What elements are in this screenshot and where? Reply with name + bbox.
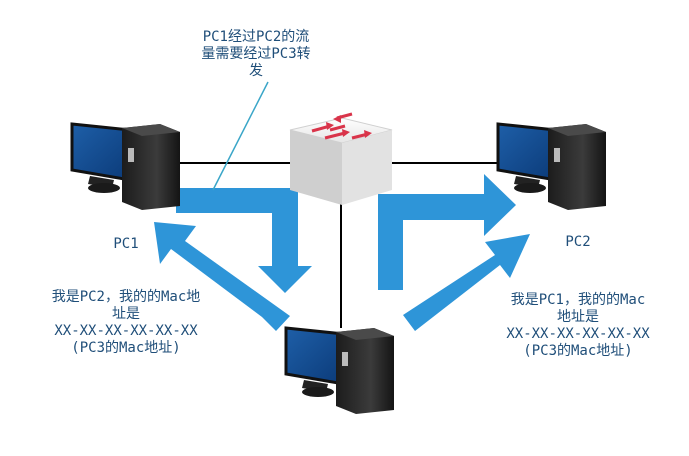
flow-arrows	[154, 174, 530, 331]
arrow-pc3-to-pc2	[403, 234, 530, 331]
computer-icon-pc3	[284, 326, 394, 414]
computer-icon-pc1	[70, 122, 180, 210]
pc1-note-line-1: 我是PC2，我的的Mac地	[51, 289, 201, 305]
pc1-note-line-2: 址是	[112, 306, 140, 322]
callout-line-1: PC1经过PC2的流	[202, 29, 310, 45]
callout-line-3: 发	[249, 63, 263, 79]
pc2-arp-note: 我是PC1，我的的Mac 地址是 XX-XX-XX-XX-XX-XX (PC3的…	[468, 292, 688, 360]
pc1-note-line-4: (PC3的Mac地址)	[71, 340, 181, 356]
connection-lines	[178, 162, 500, 328]
pc2-note-line-2: 地址是	[557, 309, 599, 325]
arrow-switch-to-pc2	[378, 174, 516, 290]
pc2-label: PC2	[565, 234, 591, 250]
pc2-note-line-1: 我是PC1，我的的Mac	[510, 292, 646, 308]
arrow-pc3-to-pc1	[154, 222, 290, 331]
pc1-note-line-3: XX-XX-XX-XX-XX-XX	[54, 323, 198, 339]
pc2-note-line-3: XX-XX-XX-XX-XX-XX	[506, 326, 650, 342]
pc1-label: PC1	[113, 236, 139, 252]
callout-text: PC1经过PC2的流 量需要经过PC3转 发	[176, 29, 336, 80]
computer-icon-pc2	[496, 122, 606, 210]
pc2-note-line-4: (PC3的Mac地址)	[523, 343, 633, 359]
arrow-pc1-to-switch	[176, 188, 312, 293]
pc1-arp-note: 我是PC2，我的的Mac地 址是 XX-XX-XX-XX-XX-XX (PC3的…	[16, 289, 236, 357]
callout-pointer	[212, 81, 269, 191]
switch-icon	[289, 112, 393, 205]
callout-line-2: 量需要经过PC3转	[201, 46, 311, 62]
